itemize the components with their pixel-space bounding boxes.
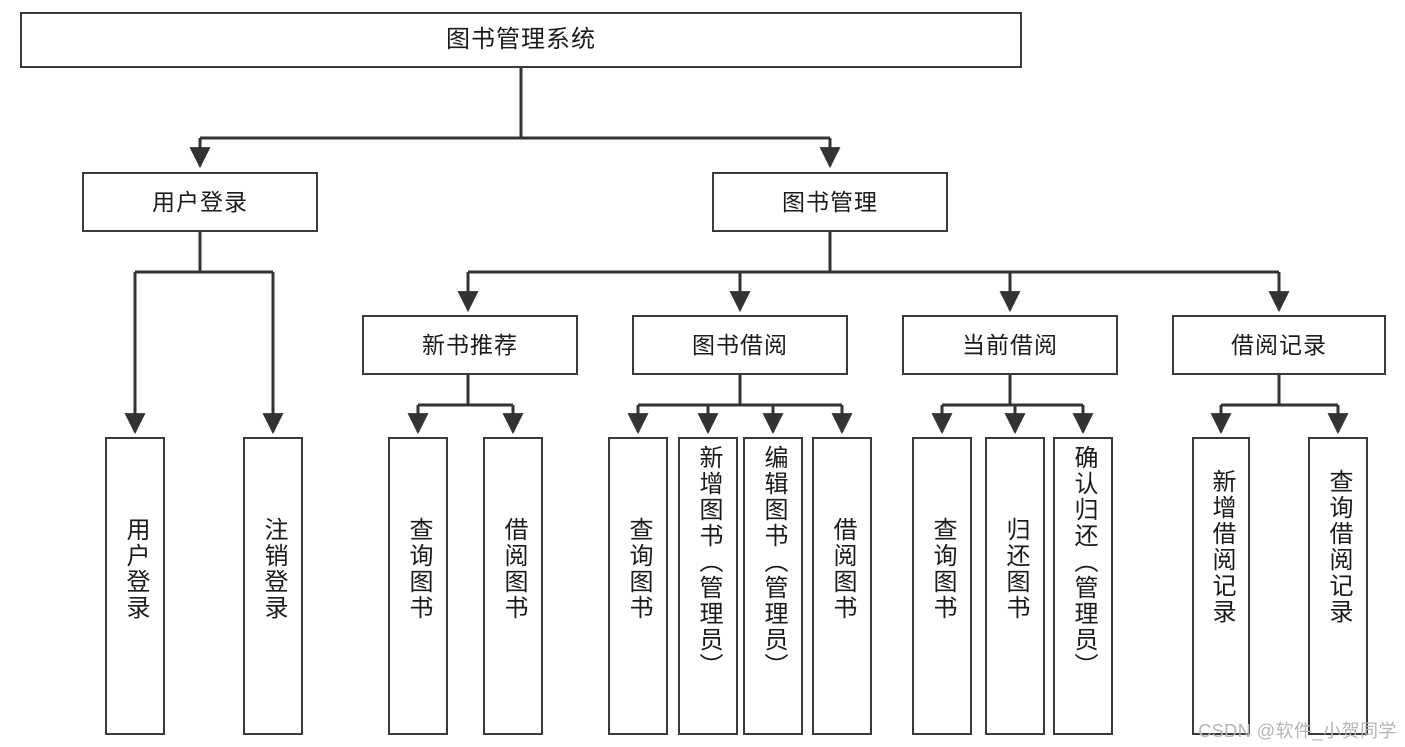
- node-leaf-query-book-current[interactable]: 查询图书: [912, 437, 972, 735]
- node-label: 用户登录: [122, 517, 149, 621]
- node-label: 图书管理: [782, 188, 878, 215]
- node-leaf-edit-book-admin[interactable]: 编辑图书（管理员）: [743, 437, 803, 735]
- node-leaf-query-borrow-record[interactable]: 查询借阅记录: [1308, 437, 1368, 735]
- node-borrow-record[interactable]: 借阅记录: [1172, 315, 1386, 375]
- node-leaf-borrow-book-recommend[interactable]: 借阅图书: [483, 437, 543, 735]
- node-leaf-logout-login[interactable]: 注销登录: [243, 437, 303, 735]
- node-label: 注销登录: [260, 517, 287, 621]
- node-book-management[interactable]: 图书管理: [712, 172, 948, 232]
- node-leaf-return-book[interactable]: 归还图书: [985, 437, 1045, 735]
- node-label: 新增借阅记录: [1208, 469, 1235, 625]
- csdn-watermark: CSDN @软件_小贺同学: [1198, 721, 1397, 741]
- node-label: 借阅图书: [500, 517, 527, 621]
- node-current-borrow[interactable]: 当前借阅: [902, 315, 1118, 375]
- node-leaf-add-book-admin[interactable]: 新增图书（管理员）: [678, 437, 738, 735]
- node-label: 新书推荐: [422, 331, 518, 358]
- node-label: 图书借阅: [692, 331, 788, 358]
- node-label: 借阅记录: [1231, 331, 1327, 358]
- node-new-book-recommend[interactable]: 新书推荐: [362, 315, 578, 375]
- node-leaf-query-book-recommend[interactable]: 查询图书: [388, 437, 448, 735]
- node-leaf-user-login[interactable]: 用户登录: [105, 437, 165, 735]
- node-label: 借阅图书: [829, 517, 856, 621]
- node-label: 图书管理系统: [446, 26, 596, 54]
- node-user-login[interactable]: 用户登录: [82, 172, 318, 232]
- node-leaf-borrow-book-borrow[interactable]: 借阅图书: [812, 437, 872, 735]
- node-label: 新增图书（管理员）: [695, 445, 722, 679]
- node-label: 当前借阅: [962, 331, 1058, 358]
- node-leaf-query-book-borrow[interactable]: 查询图书: [608, 437, 668, 735]
- node-leaf-add-borrow-record[interactable]: 新增借阅记录: [1192, 437, 1250, 735]
- node-label: 确认归还（管理员）: [1070, 445, 1097, 679]
- node-label: 查询图书: [405, 517, 432, 621]
- node-label: 查询借阅记录: [1325, 469, 1352, 625]
- node-label: 编辑图书（管理员）: [760, 445, 787, 679]
- node-label: 归还图书: [1002, 517, 1029, 621]
- node-root-book-management-system[interactable]: 图书管理系统: [20, 12, 1022, 68]
- node-label: 用户登录: [152, 188, 248, 215]
- node-book-borrow[interactable]: 图书借阅: [632, 315, 848, 375]
- node-label: 查询图书: [929, 517, 956, 621]
- node-leaf-confirm-return-admin[interactable]: 确认归还（管理员）: [1053, 437, 1113, 735]
- node-label: 查询图书: [625, 517, 652, 621]
